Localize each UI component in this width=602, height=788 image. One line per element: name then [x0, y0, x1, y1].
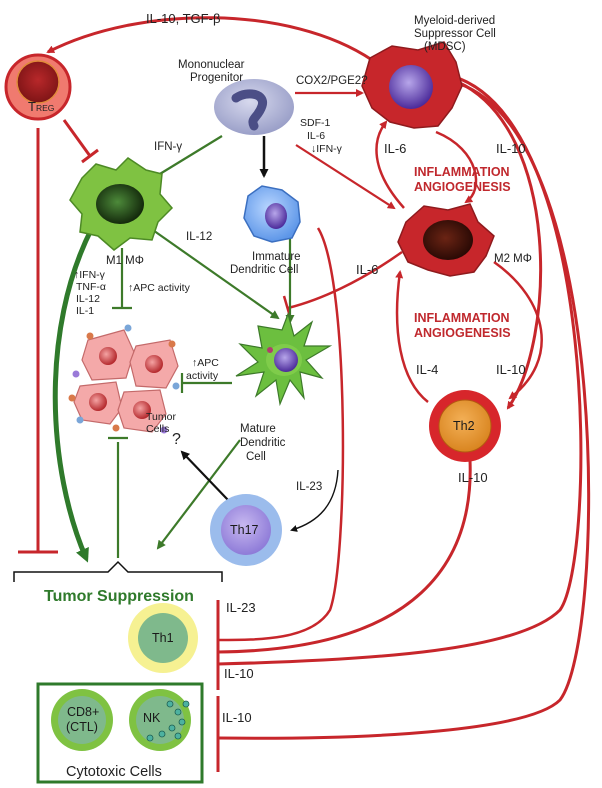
mono-label: Mononuclear: [178, 59, 245, 71]
label-inflammation-2: INFLAMMATION: [414, 311, 510, 325]
arrow-m1-suppression: [52, 216, 103, 563]
arrow-m2-th2-right: [493, 260, 543, 400]
mdsc-label-2: Suppressor Cell: [414, 28, 496, 40]
label-il12: IL-12: [186, 231, 212, 243]
arrow-mdc-suppression: [156, 439, 241, 550]
label-il1: IL-1: [76, 305, 94, 317]
cytotoxic-label: Cytotoxic Cells: [66, 764, 162, 780]
treg-cell: TREG: [4, 53, 72, 121]
label-tnfa: TNF-α: [76, 281, 106, 293]
inhibit-m2-mdc: [287, 250, 403, 310]
label-il12-b: IL-12: [76, 293, 100, 305]
label-il4: IL-4: [416, 362, 438, 377]
idc-label-1: Immature: [252, 251, 301, 263]
label-il6-mid: IL-6: [356, 262, 378, 277]
mature-dendritic-cell: [235, 312, 333, 407]
arrow-mdsc-m2-right: [435, 130, 478, 204]
black-connections: [180, 136, 339, 532]
label-il23-bottom: IL-23: [226, 600, 256, 615]
m1-label: M1 MΦ: [106, 255, 144, 267]
label-cox2: COX2/PGE2?: [296, 75, 368, 87]
label-il10-tgfb: IL-10, TGF-β: [146, 11, 220, 26]
label-angiogenesis-1: ANGIOGENESIS: [414, 180, 511, 194]
arrow-th17-tumor: [180, 450, 229, 501]
inhibit-treg-m1: [62, 119, 92, 157]
mononuclear-progenitor-cell: [214, 79, 294, 135]
arrow-th2-m2-left: [395, 270, 429, 403]
arrow-mdsc-th2: [457, 80, 543, 410]
cd8-label-2: (CTL): [66, 720, 98, 734]
cytotoxic-cells-box: CD8+ (CTL) NK Cytotoxic Cells: [36, 682, 204, 784]
label-angiogenesis-2: ANGIOGENESIS: [414, 326, 511, 340]
arrow-mdsc-m2-left: [375, 120, 405, 209]
label-inflammation-1: INFLAMMATION: [414, 165, 510, 179]
treg-label: TREG: [28, 99, 54, 114]
arrow-mdsc-to-treg: [46, 16, 373, 62]
mdsc-cell: [361, 41, 463, 129]
mdc-label-3: Cell: [246, 451, 266, 463]
label-apc-activity: ↑APC activity: [128, 282, 191, 294]
label-question: ?: [172, 431, 181, 448]
th17-cell: Th17: [210, 494, 282, 566]
mdsc-label-3: (MDSC): [424, 41, 466, 53]
immature-dendritic-cell: [243, 185, 301, 243]
inhibit-mdsc-cytotoxic: [217, 82, 591, 740]
th2-cell: Th2: [429, 390, 501, 462]
th2-label: Th2: [453, 419, 475, 433]
label-ifng-top: IFN-γ: [154, 141, 182, 153]
mdc-label-2: Dendritic: [240, 437, 286, 449]
arrow-mono-m1: [148, 135, 223, 182]
tumor-suppression-brace: [13, 560, 223, 582]
tumor-cells-cluster: [68, 324, 180, 434]
label-il23-top: IL-23: [296, 481, 322, 493]
mdsc-label-1: Myeloid-derived: [414, 15, 495, 27]
label-apc2-2: activity: [186, 370, 219, 382]
label-il6-a: IL-6: [307, 130, 325, 142]
idc-label-2: Dendritic Cell: [230, 264, 298, 276]
inhibit-th2-th1: [217, 459, 472, 654]
th17-label: Th17: [230, 523, 259, 537]
label-up-ifng: ↑IFN-γ: [74, 269, 106, 281]
tumor-label-1: Tumor: [146, 411, 176, 423]
label-apc2-1: ↑APC: [192, 357, 219, 369]
tumor-suppression-label: Tumor Suppression: [44, 588, 194, 605]
label-il6-left: IL-6: [384, 141, 406, 156]
arrow-m1-mdc: [149, 227, 280, 320]
th1-label: Th1: [152, 631, 174, 645]
m2-label: M2 MΦ: [494, 253, 532, 265]
arrow-mono-m2: [295, 144, 396, 210]
mdc-label-1: Mature: [240, 423, 276, 435]
label-il10-right: IL-10: [496, 141, 526, 156]
label-il10-th2: IL-10: [496, 362, 526, 377]
label-down-ifng: ↓IFN-γ: [311, 143, 343, 155]
th1-cell: Th1: [128, 603, 198, 673]
inhibit-il23-th1: [217, 227, 345, 642]
label-il10-bottom-2: IL-10: [222, 710, 252, 725]
activation-connections: [52, 135, 295, 563]
mono-label-2: Progenitor: [190, 72, 243, 84]
inhibitory-connections: [18, 16, 591, 772]
tumor-label-2: Cells: [146, 423, 169, 435]
arrow-il23-th17: [290, 469, 339, 532]
label-il10-bottom-1: IL-10: [224, 666, 254, 681]
cd8-label-1: CD8+: [67, 705, 99, 719]
nk-label: NK: [143, 711, 161, 725]
m2-macrophage-cell: [397, 203, 495, 277]
label-il10-below-th2: IL-10: [458, 470, 488, 485]
m1-macrophage-cell: [69, 157, 174, 251]
label-sdf1: SDF-1: [300, 117, 330, 129]
